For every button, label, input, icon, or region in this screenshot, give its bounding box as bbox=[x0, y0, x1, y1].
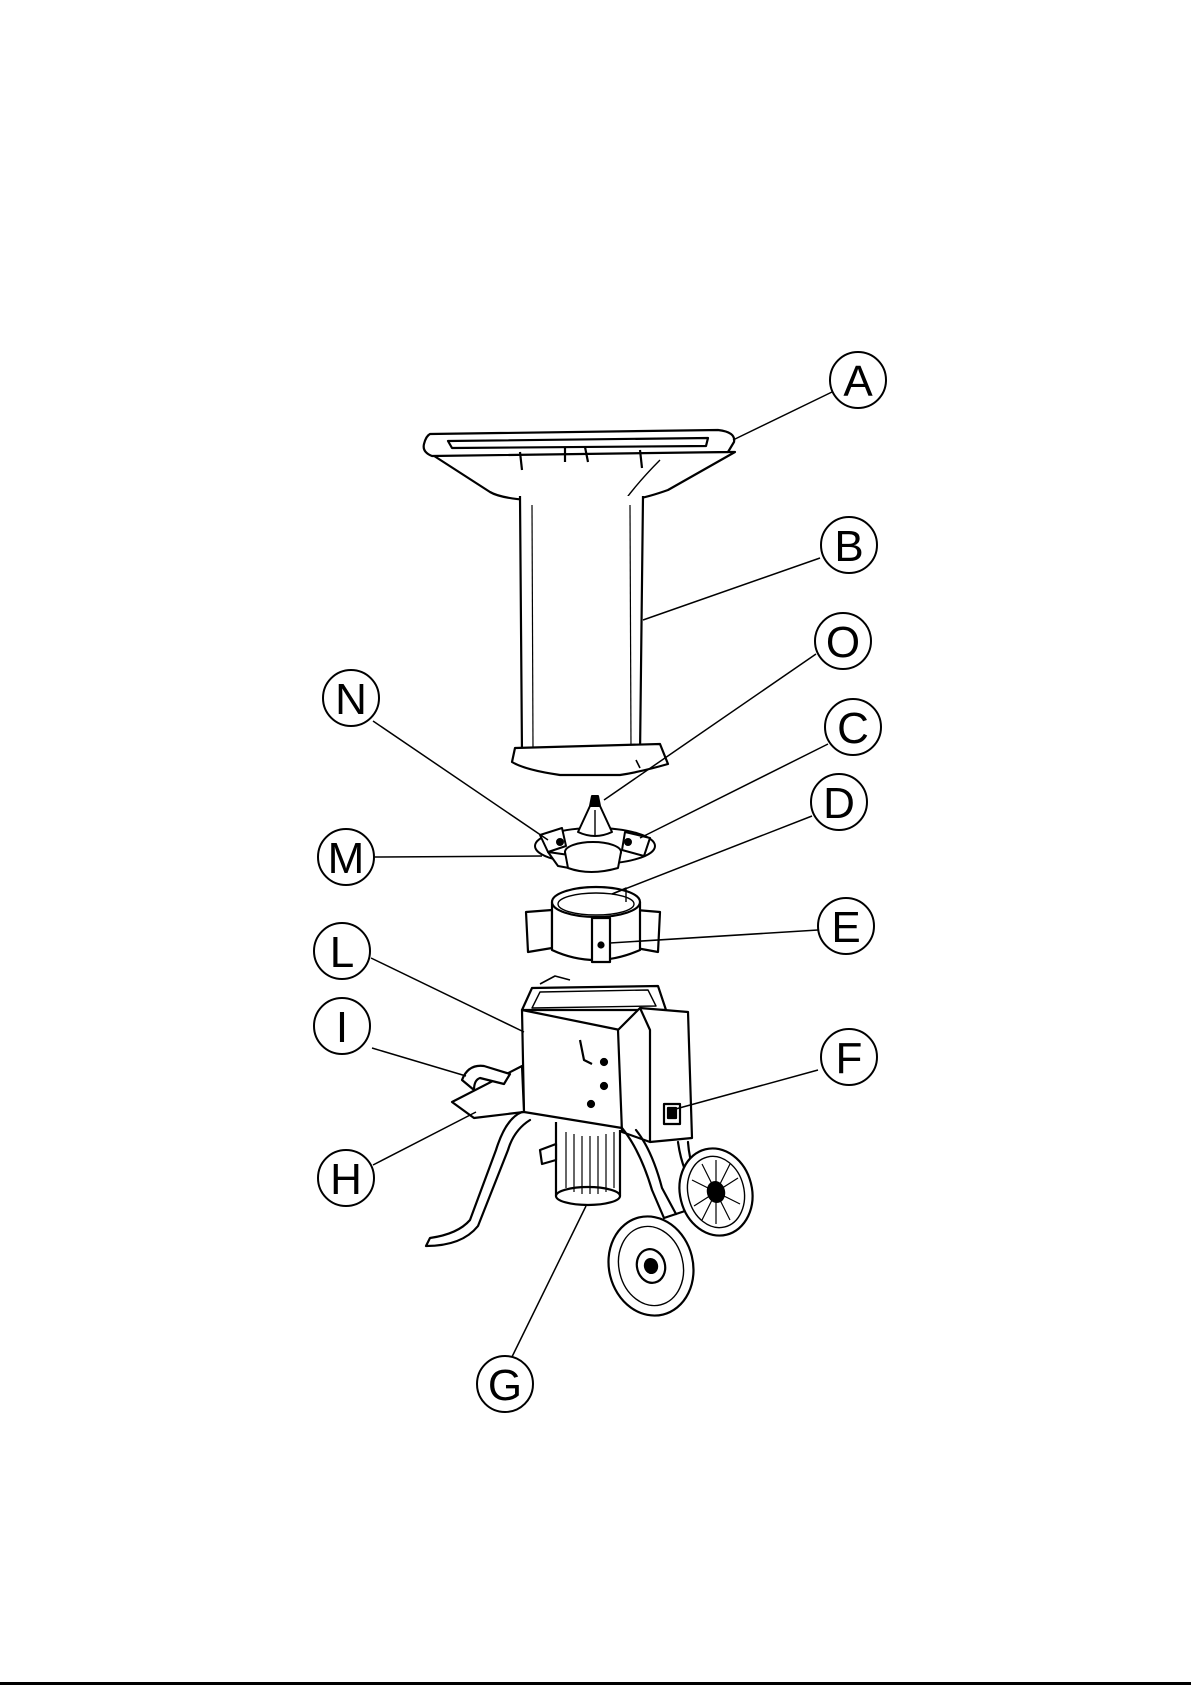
part-feed-tube bbox=[512, 496, 668, 775]
callout-letter-i: I bbox=[336, 1003, 348, 1052]
leader-line-g bbox=[508, 1206, 586, 1365]
part-discharge-chute bbox=[452, 1066, 524, 1118]
callout-letter-f: F bbox=[836, 1034, 863, 1083]
part-funnel-hopper bbox=[424, 430, 735, 500]
leader-line-f bbox=[672, 1070, 818, 1110]
callout-m: M bbox=[318, 829, 374, 885]
callout-l: L bbox=[314, 923, 370, 979]
leader-line-b bbox=[643, 558, 820, 620]
callout-f: F bbox=[821, 1029, 877, 1085]
part-wheels bbox=[598, 1141, 761, 1325]
callout-n: N bbox=[323, 670, 379, 726]
callout-letter-a: A bbox=[843, 357, 873, 406]
part-main-housing bbox=[522, 976, 692, 1142]
callout-letter-e: E bbox=[831, 903, 860, 952]
callout-a: A bbox=[830, 352, 886, 408]
callout-i: I bbox=[314, 998, 370, 1054]
callout-letter-h: H bbox=[330, 1155, 362, 1204]
part-cutter-assembly bbox=[535, 796, 655, 872]
part-cutting-chamber bbox=[526, 887, 660, 962]
callout-letter-g: G bbox=[488, 1361, 522, 1410]
leader-line-h bbox=[373, 1112, 476, 1165]
leader-line-m bbox=[373, 856, 542, 857]
part-motor bbox=[540, 1122, 620, 1205]
callout-letter-d: D bbox=[823, 779, 855, 828]
callout-letter-m: M bbox=[328, 834, 365, 883]
callout-letter-o: O bbox=[826, 618, 860, 667]
callout-o: O bbox=[815, 613, 871, 669]
callout-c: C bbox=[825, 699, 881, 755]
callout-b: B bbox=[821, 517, 877, 573]
leader-line-c bbox=[640, 744, 828, 838]
leader-line-l bbox=[371, 958, 524, 1032]
callout-d: D bbox=[811, 774, 867, 830]
callout-letter-n: N bbox=[335, 675, 367, 724]
callout-h: H bbox=[318, 1150, 374, 1206]
callout-letter-l: L bbox=[330, 928, 354, 977]
callout-letter-c: C bbox=[837, 704, 869, 753]
callout-e: E bbox=[818, 898, 874, 954]
callout-letter-b: B bbox=[834, 522, 863, 571]
leader-line-a bbox=[733, 392, 832, 440]
callout-g: G bbox=[477, 1356, 533, 1412]
leader-line-i bbox=[372, 1048, 466, 1076]
